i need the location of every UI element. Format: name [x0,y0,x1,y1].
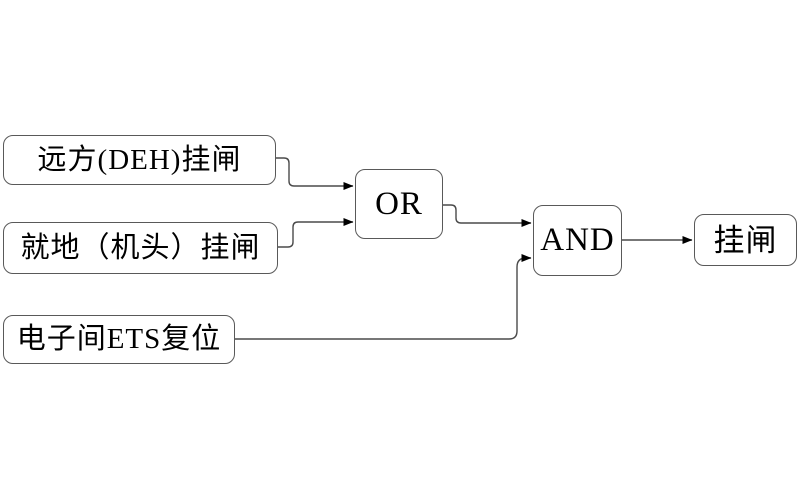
gate-or-label: OR [375,185,423,222]
node-local-trip-label: 就地（机头）挂闸 [20,231,261,264]
node-remote-deh-trip-label: 远方(DEH)挂闸 [37,143,242,176]
wire-local-to-or [278,218,354,248]
node-local-trip: 就地（机头）挂闸 [3,222,278,274]
node-remote-deh-trip: 远方(DEH)挂闸 [3,135,276,185]
gate-or: OR [355,169,443,239]
gate-and-label: AND [540,222,615,258]
wire-ets-to-and [235,254,532,340]
node-output-trip: 挂闸 [694,214,797,266]
node-output-trip-label: 挂闸 [713,222,778,258]
wire-or-to-and [443,204,532,227]
node-ets-reset: 电子间ETS复位 [3,315,235,364]
wire-remote-to-or [275,157,354,190]
gate-and: AND [533,205,622,276]
node-ets-reset-label: 电子间ETS复位 [16,323,222,355]
